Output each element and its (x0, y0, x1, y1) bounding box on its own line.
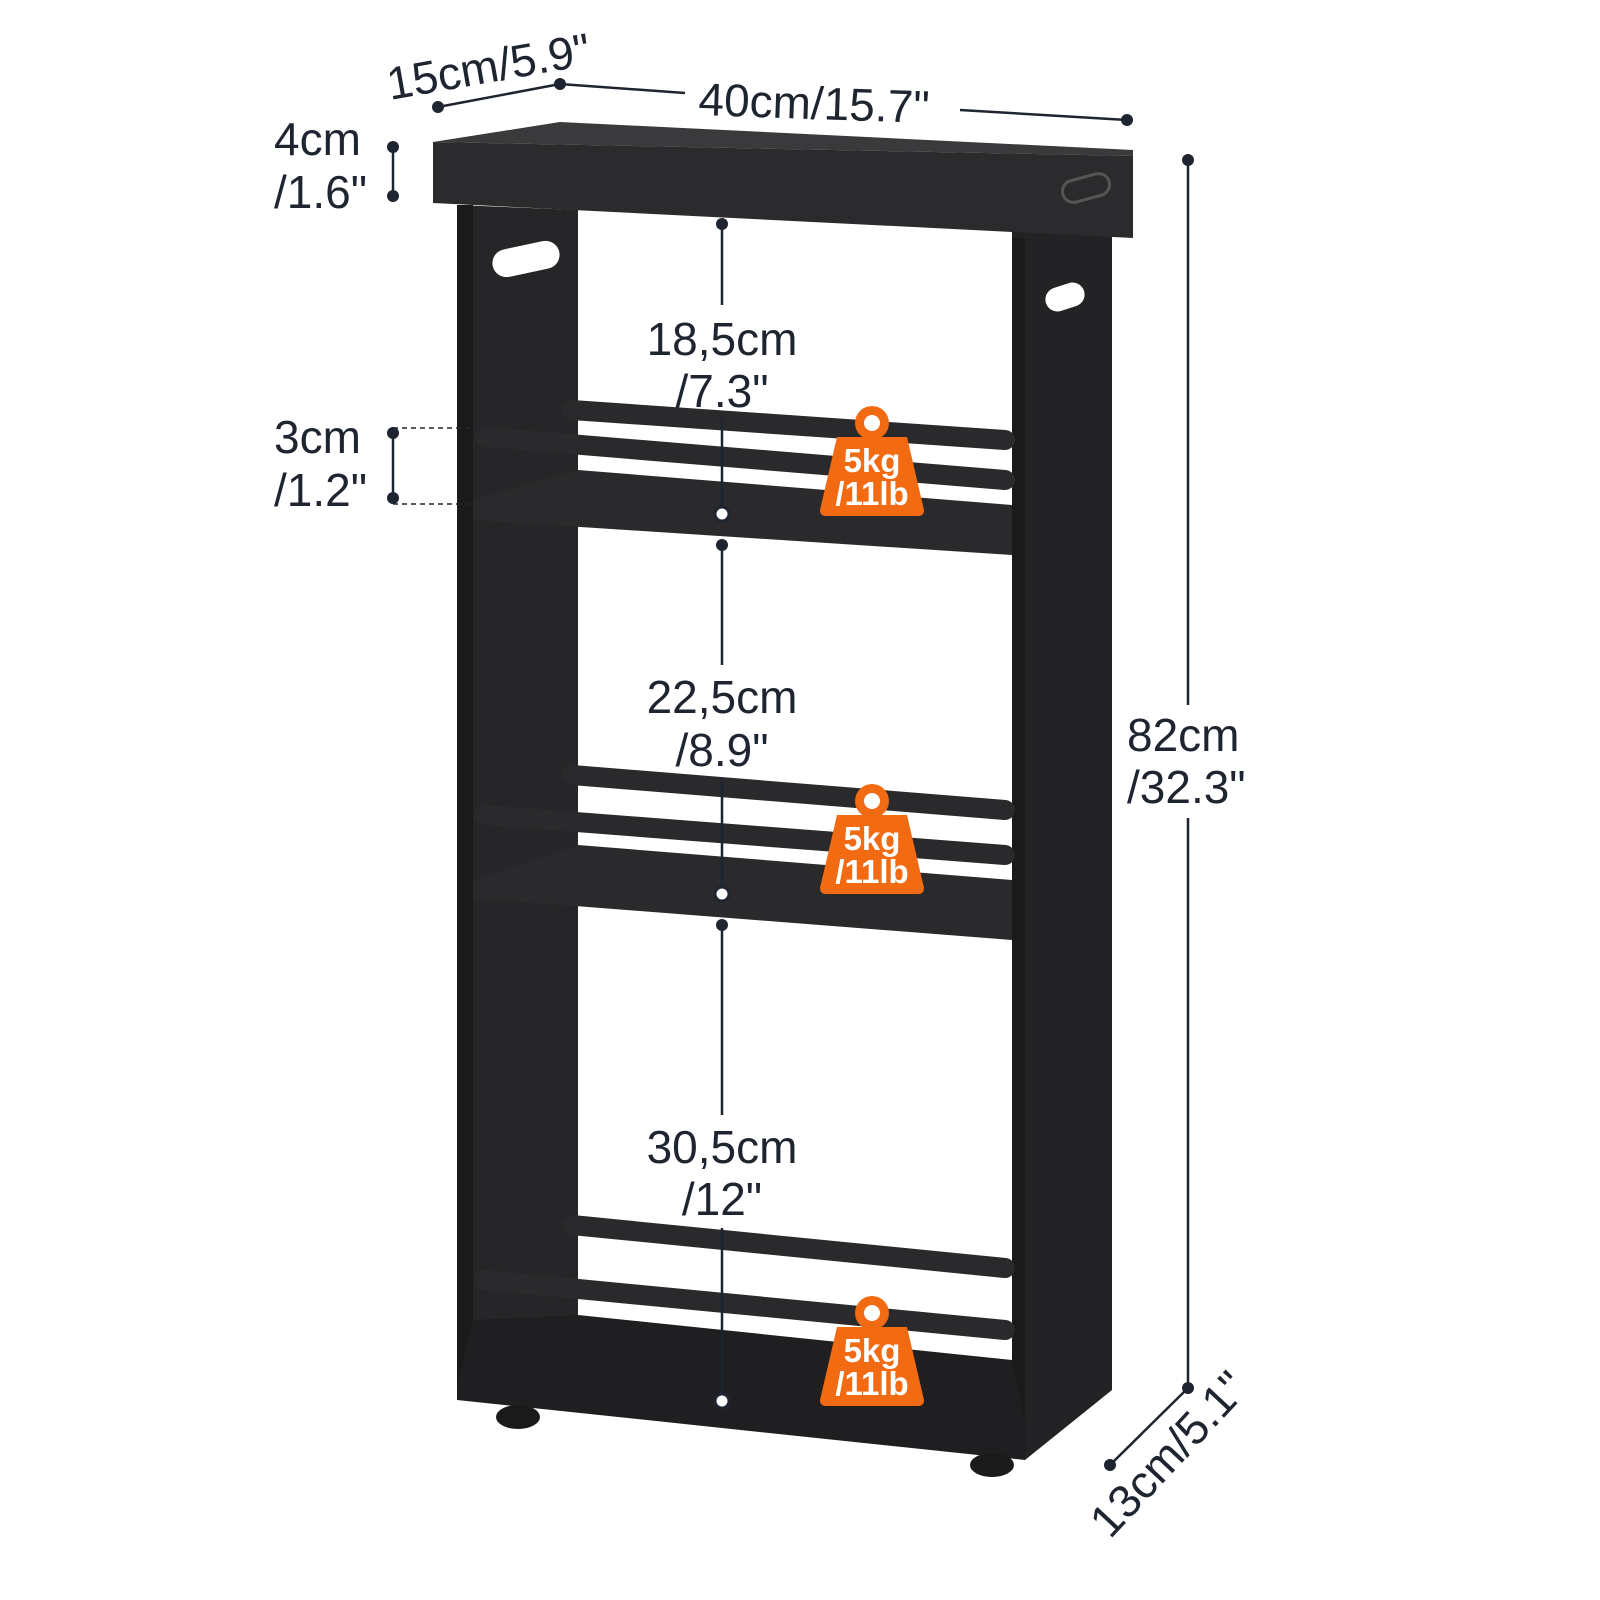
tray-front (433, 142, 1133, 238)
shelf1-height-in: /7.3" (675, 365, 768, 417)
svg-text:/11lb: /11lb (835, 475, 908, 512)
width-label: 40cm/15.7" (698, 73, 931, 133)
rail-gap-cm: 3cm (274, 411, 361, 463)
shelf2-height-in: /8.9" (675, 724, 768, 776)
tray-height-in: /1.6" (274, 166, 367, 218)
right-side-panel (1012, 170, 1112, 1460)
shelf3-height-in: /12" (682, 1173, 762, 1225)
shelf1-height-cm: 18,5cm (647, 313, 798, 365)
rail (562, 1215, 1015, 1278)
wheel (970, 1453, 1014, 1477)
svg-text:5kg: 5kg (844, 442, 901, 479)
total-height-in: /32.3" (1127, 761, 1246, 813)
left-handle-hole (492, 240, 560, 278)
wheel (496, 1405, 540, 1429)
rail-gap-in: /1.2" (274, 464, 367, 516)
load-tag: 5kg /11lb (820, 406, 924, 516)
shelf-2 (473, 845, 1012, 940)
weight-icon (820, 815, 924, 894)
rail (475, 1270, 1015, 1340)
svg-text:5kg: 5kg (844, 1332, 901, 1369)
left-panel-edge (457, 205, 473, 1400)
svg-text:/11lb: /11lb (835, 853, 908, 890)
tray-handle (1060, 172, 1112, 204)
dimension-lines (387, 78, 1194, 1471)
load-tag: 5kg /11lb (820, 1296, 924, 1406)
weight-icon (820, 437, 924, 516)
left-side-panel (457, 205, 578, 1390)
right-panel-edge (1012, 238, 1025, 1460)
svg-text:/11lb: /11lb (835, 1365, 908, 1402)
load-tag: 5kg /11lb (820, 784, 924, 894)
tray-height-cm: 4cm (274, 113, 361, 165)
shelf2-height-cm: 22,5cm (647, 671, 798, 723)
rail (562, 765, 1015, 820)
weight-icon (820, 1327, 924, 1406)
rail (475, 805, 1015, 865)
tray-top (433, 122, 1133, 156)
shelf3-height-cm: 30,5cm (647, 1121, 798, 1173)
right-handle-hole (1045, 282, 1085, 312)
shelf-1 (473, 470, 1012, 555)
bottom-board (457, 1315, 1025, 1460)
rail (475, 427, 1015, 490)
rail (562, 400, 1015, 450)
svg-text:5kg: 5kg (844, 820, 901, 857)
total-height-cm: 82cm (1127, 709, 1239, 761)
